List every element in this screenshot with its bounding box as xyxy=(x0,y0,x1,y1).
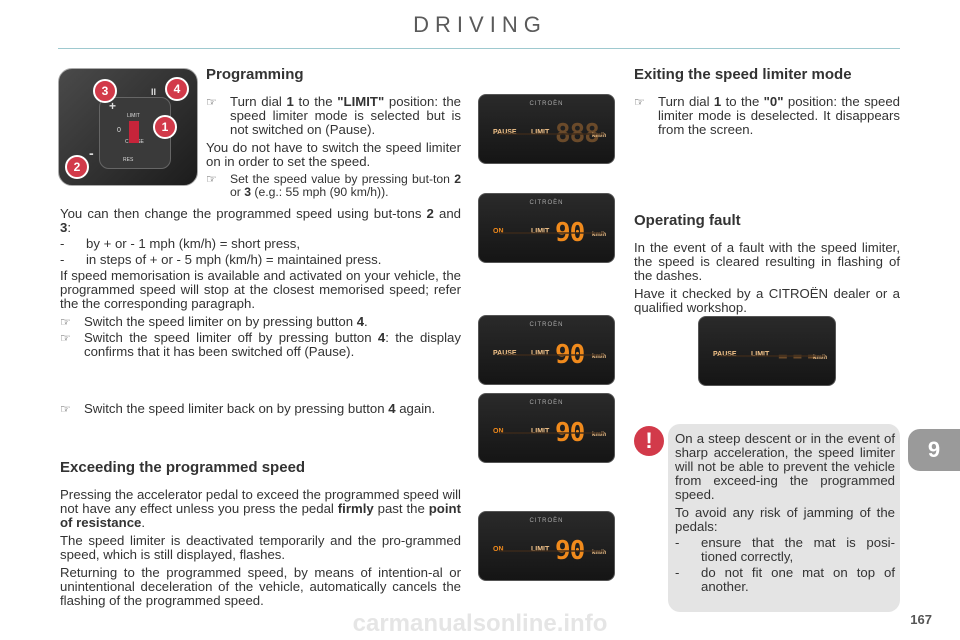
pointer-icon: ☞ xyxy=(60,402,71,416)
prog-para-1: You do not have to switch the speed limi… xyxy=(206,140,461,169)
switch-back-block: ☞ Switch the speed limiter back on by pr… xyxy=(60,401,461,417)
brand-label: CITROËN xyxy=(529,322,564,328)
pause-label: II xyxy=(151,87,157,97)
brand-label: CITROËN xyxy=(529,101,564,107)
exceed-para-2: The speed limiter is deactivated tempora… xyxy=(60,533,461,562)
badge-1: 1 xyxy=(153,115,177,139)
fault-section: Operating fault In the event of a fault … xyxy=(634,212,900,315)
brand-label: CITROËN xyxy=(529,518,564,524)
memo-para: If speed memorisation is available and a… xyxy=(60,268,461,311)
res-label: RES xyxy=(123,157,134,163)
unit-label: km/h xyxy=(591,133,606,139)
speed-display-4: CITROËN ON LIMIT 90 km/h xyxy=(478,393,615,463)
switch-back-bullet: ☞ Switch the speed limiter back on by pr… xyxy=(60,401,436,417)
warning-box xyxy=(668,424,900,612)
limit-label: LIMIT xyxy=(751,351,770,358)
exceeding-section: Exceeding the programmed speed Pressing … xyxy=(60,459,461,608)
fault-para-1: In the event of a fault with the speed l… xyxy=(634,240,900,283)
warning-dash-1: -ensure that the mat is posi-tioned corr… xyxy=(675,535,895,564)
fault-para-2: Have it checked by a CITROËN dealer or a… xyxy=(634,286,900,315)
state-label: ON xyxy=(493,428,504,435)
exit-bullet: ☞ Turn dial 1 to the "0" position: the s… xyxy=(634,94,900,137)
pointer-icon: ☞ xyxy=(60,315,71,329)
state-label: ON xyxy=(493,546,504,553)
header-rule xyxy=(58,48,900,49)
unit-label: km/h xyxy=(812,355,827,361)
display-ghost-segments xyxy=(499,133,604,157)
state-label: ON xyxy=(493,228,504,235)
up-arrow-icon xyxy=(129,121,139,143)
exceed-para-3: Returning to the programmed speed, by me… xyxy=(60,565,461,608)
switch-on-bullet: ☞ Switch the speed limiter on by pressin… xyxy=(60,314,368,330)
limit-label: LIMIT xyxy=(531,129,550,136)
exceed-para-1: Pressing the accelerator pedal to exceed… xyxy=(60,487,461,530)
programming-title: Programming xyxy=(206,66,304,83)
limit-label: LIMIT xyxy=(531,428,550,435)
zero-label: 0 xyxy=(117,127,121,134)
warning-para-2: To avoid any risk of jamming of the peda… xyxy=(675,505,895,534)
dash-item-1: -by + or - 1 mph (km/h) = short press, xyxy=(60,236,301,251)
page-number: 167 xyxy=(910,612,932,627)
display-ghost-segments xyxy=(499,232,604,256)
pointer-icon: ☞ xyxy=(634,95,645,109)
warning-content: On a steep descent or in the event of sh… xyxy=(675,432,895,594)
unit-label: km/h xyxy=(591,550,606,556)
brand-label: CITROËN xyxy=(529,400,564,406)
display-ghost-segments xyxy=(719,355,825,379)
exceeding-title: Exceeding the programmed speed xyxy=(60,459,306,476)
page-title: DRIVING xyxy=(413,12,547,37)
speed-display-1: CITROËN PAUSE LIMIT 888 km/h xyxy=(478,94,615,164)
limit-label: LIMIT xyxy=(531,228,550,235)
limit-label: LIMIT xyxy=(127,113,140,119)
plus-label: + xyxy=(109,99,117,113)
badge-3: 3 xyxy=(93,79,117,103)
prog-bullet-1: ☞ Turn dial 1 to the "LIMIT" position: t… xyxy=(206,94,462,137)
prog-bullet-2: ☞ Set the speed value by pressing but-to… xyxy=(206,172,461,199)
warning-para-1: On a steep descent or in the event of sh… xyxy=(675,431,895,502)
state-label: PAUSE xyxy=(493,129,517,136)
change-para: You can then change the programmed speed… xyxy=(60,206,461,235)
badge-2: 2 xyxy=(65,155,89,179)
warning-icon: ! xyxy=(634,426,664,456)
unit-label: km/h xyxy=(591,354,606,360)
unit-label: km/h xyxy=(591,432,606,438)
exit-title: Exiting the speed limiter mode xyxy=(634,66,852,83)
limit-label: LIMIT xyxy=(531,546,550,553)
speed-display-5: CITROËN ON LIMIT 90 km/h xyxy=(478,511,615,581)
speed-display-6: PAUSE LIMIT --- km/h xyxy=(698,316,836,386)
change-speed-block: You can then change the programmed speed… xyxy=(60,207,461,359)
pointer-icon: ☞ xyxy=(60,331,71,345)
switch-off-bullet: ☞ Switch the speed limiter off by pressi… xyxy=(60,330,461,359)
state-label: PAUSE xyxy=(493,350,517,357)
chapter-tab[interactable]: 9 xyxy=(908,429,960,471)
pointer-icon: ☞ xyxy=(206,172,217,186)
dash-item-2: -in steps of + or - 5 mph (km/h) = maint… xyxy=(60,252,382,267)
minus-label: - xyxy=(89,145,94,161)
display-ghost-segments xyxy=(499,550,604,574)
unit-label: km/h xyxy=(591,232,606,238)
pointer-icon: ☞ xyxy=(206,95,217,109)
display-ghost-segments xyxy=(499,432,604,456)
speed-display-2: CITROËN ON LIMIT 90 km/h xyxy=(478,193,615,263)
programming-section: Programming ☞ Turn dial 1 to the "LIMIT"… xyxy=(206,66,461,199)
speed-display-3: CITROËN PAUSE LIMIT 90 km/h xyxy=(478,315,615,385)
steering-controls-photo: + II LIMIT 0 - CRUISE RES 3 4 1 2 xyxy=(58,68,198,186)
state-label: PAUSE xyxy=(713,351,737,358)
watermark: carmanualsonline.info xyxy=(352,610,608,637)
exit-section: Exiting the speed limiter mode ☞ Turn di… xyxy=(634,66,900,137)
brand-label: CITROËN xyxy=(529,200,564,206)
limit-label: LIMIT xyxy=(531,350,550,357)
badge-4: 4 xyxy=(165,77,189,101)
display-ghost-segments xyxy=(499,354,604,378)
warning-dash-2: -do not fit one mat on top of another. xyxy=(675,565,895,594)
fault-title: Operating fault xyxy=(634,212,741,229)
